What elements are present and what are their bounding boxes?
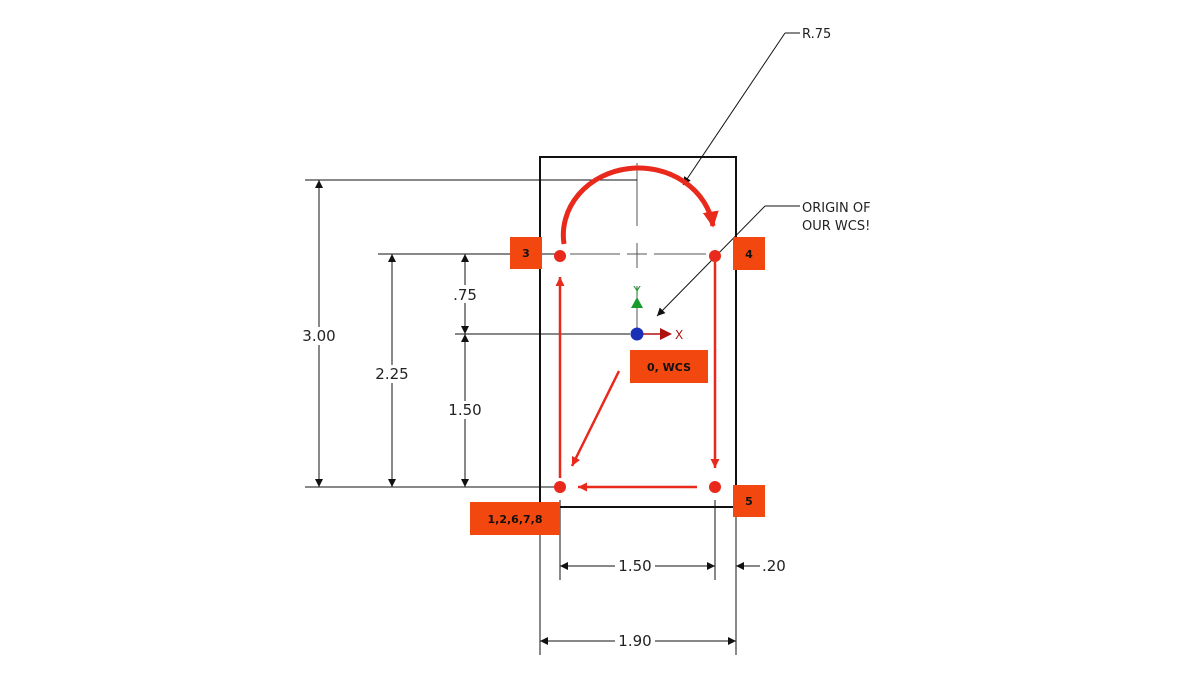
label-point-5: 5 xyxy=(733,485,765,517)
point-5 xyxy=(709,481,721,493)
point-4 xyxy=(709,250,721,262)
dim-side-clearance: .20 xyxy=(736,557,786,575)
x-axis-arrow-icon xyxy=(660,328,672,340)
wcs-triad: X Y xyxy=(630,284,683,342)
arc-center-mark xyxy=(570,163,706,335)
label-point-start-text: 1,2,6,7,8 xyxy=(488,513,543,526)
label-point-origin: 0, WCS xyxy=(630,350,708,383)
label-point-3-text: 3 xyxy=(522,247,530,260)
dim-text-2-25: 2.25 xyxy=(375,365,408,383)
toolpath-arc xyxy=(560,165,719,245)
label-point-3: 3 xyxy=(510,237,542,269)
label-point-start: 1,2,6,7,8 xyxy=(470,502,560,535)
toolpath-segment-0-1 xyxy=(570,370,621,467)
dim-overall-height: 3.00 xyxy=(302,180,336,487)
toolpath-points xyxy=(554,250,721,493)
dim-arc-above-origin: .75 xyxy=(453,254,477,334)
dim-text-3-00: 3.00 xyxy=(302,327,335,345)
dim-origin-above-bottom: 1.50 xyxy=(448,334,482,487)
dim-text-1-50-horizontal: 1.50 xyxy=(618,557,651,575)
origin-callout-line1: ORIGIN OF xyxy=(802,201,871,216)
origin-callout-line2: OUR WCS! xyxy=(802,219,870,234)
dim-text-1-50-vertical: 1.50 xyxy=(448,401,481,419)
dim-stock-width: 1.90 xyxy=(540,632,736,650)
point-start xyxy=(554,481,566,493)
label-point-4: 4 xyxy=(733,237,765,270)
x-axis-label: X xyxy=(675,328,683,342)
label-point-4-text: 4 xyxy=(745,248,753,261)
dim-text-075: .75 xyxy=(453,286,477,304)
label-point-5-text: 5 xyxy=(745,495,753,508)
dim-path-width: 1.50 xyxy=(560,557,715,575)
y-axis-label: Y xyxy=(632,284,641,298)
dim-arc-center-height: 2.25 xyxy=(375,254,409,487)
label-point-origin-text: 0, WCS xyxy=(647,361,691,374)
stock-outline xyxy=(539,156,737,508)
point-3 xyxy=(554,250,566,262)
origin-callout: ORIGIN OF OUR WCS! xyxy=(656,201,871,317)
toolpath xyxy=(555,165,720,492)
dim-text-1-90: 1.90 xyxy=(618,632,651,650)
dim-text-020: .20 xyxy=(762,557,786,575)
point-labels: 3 4 5 1,2,6,7,8 0, WCS xyxy=(470,237,765,535)
origin-dot xyxy=(630,327,644,341)
radius-label: R.75 xyxy=(802,27,831,42)
y-axis-arrow-icon xyxy=(631,297,643,308)
radius-callout: R.75 xyxy=(682,27,831,186)
